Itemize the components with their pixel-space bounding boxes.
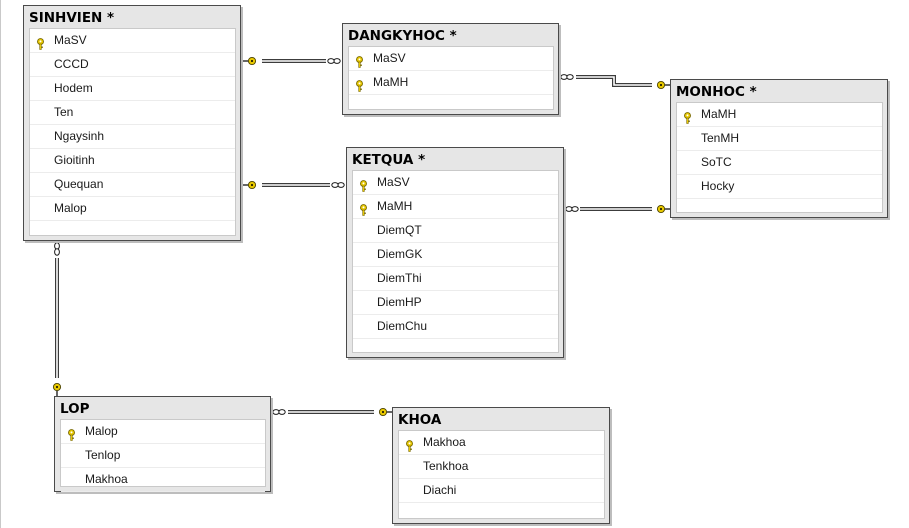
table-title[interactable]: LOP xyxy=(60,401,90,417)
column-row[interactable]: Gioitinh xyxy=(30,149,235,173)
many-end-infinity-icon xyxy=(331,182,345,188)
column-name: MaMH xyxy=(377,199,413,213)
column-name: Malop xyxy=(85,424,118,438)
one-end-key-icon xyxy=(243,180,257,190)
column-name: Gioitinh xyxy=(54,153,95,167)
column-name: Diachi xyxy=(423,483,457,497)
table-title[interactable]: KETQUA * xyxy=(352,152,426,168)
column-name: TenMH xyxy=(701,131,740,145)
column-name: Tenlop xyxy=(85,448,121,462)
link-dangkyhoc-monhoc[interactable] xyxy=(576,75,652,87)
column-row[interactable]: Diachi xyxy=(399,479,604,503)
column-row[interactable]: Tenkhoa xyxy=(399,455,604,479)
column-name: Malop xyxy=(54,201,87,215)
column-row[interactable]: DiemHP xyxy=(353,291,558,315)
column-name: DiemHP xyxy=(377,295,422,309)
column-row[interactable]: CCCD xyxy=(30,53,235,77)
primary-key-icon xyxy=(359,201,368,216)
column-name: Makhoa xyxy=(423,435,466,449)
column-row[interactable]: Hocky xyxy=(677,175,882,199)
column-name: CCCD xyxy=(54,57,89,71)
primary-key-icon xyxy=(359,177,368,192)
column-row[interactable]: TenMH xyxy=(677,127,882,151)
column-name: MaSV xyxy=(373,51,406,65)
many-end-infinity-icon xyxy=(272,409,286,415)
column-name: DiemChu xyxy=(377,319,428,333)
column-row[interactable]: DiemChu xyxy=(353,315,558,339)
one-end-key-icon xyxy=(656,204,670,214)
canvas-left-border xyxy=(0,0,1,528)
column-row[interactable]: MaSV xyxy=(353,171,558,195)
column-name: MaSV xyxy=(54,33,87,47)
column-row[interactable]: Tenlop xyxy=(61,444,265,468)
table-title[interactable]: SINHVIEN * xyxy=(29,10,115,26)
column-row[interactable]: Makhoa xyxy=(61,468,265,492)
column-row[interactable]: Ten xyxy=(30,101,235,125)
table-title[interactable]: MONHOC * xyxy=(676,84,757,100)
column-name: SoTC xyxy=(701,155,732,169)
column-name: Hodem xyxy=(54,81,93,95)
table-title[interactable]: KHOA xyxy=(398,412,442,428)
column-row[interactable]: DiemQT xyxy=(353,219,558,243)
column-row[interactable]: MaSV xyxy=(349,47,553,71)
column-row[interactable]: MaMH xyxy=(349,71,553,95)
primary-key-icon xyxy=(355,53,364,68)
table-title[interactable]: DANGKYHOC * xyxy=(348,28,457,44)
column-row[interactable]: MaMH xyxy=(353,195,558,219)
column-name: MaMH xyxy=(701,107,737,121)
column-row[interactable]: MaMH xyxy=(677,103,882,127)
column-list: MaMH TenMH SoTC Hocky xyxy=(676,102,883,213)
table-dangkyhoc[interactable]: DANGKYHOC * MaSV MaMH xyxy=(342,23,559,115)
many-end-infinity-icon xyxy=(565,206,579,212)
column-row[interactable]: MaSV xyxy=(30,29,235,53)
one-end-key-icon xyxy=(52,382,62,396)
primary-key-icon xyxy=(36,35,45,50)
column-name: DiemThi xyxy=(377,271,422,285)
table-monhoc[interactable]: MONHOC * MaMH TenMH SoTC Hocky xyxy=(670,79,888,218)
column-name: DiemGK xyxy=(377,247,423,261)
column-row[interactable]: Makhoa xyxy=(399,431,604,455)
primary-key-icon xyxy=(683,109,692,124)
column-name: Hocky xyxy=(701,179,735,193)
column-row[interactable]: Quequan xyxy=(30,173,235,197)
column-name: Ngaysinh xyxy=(54,129,105,143)
column-row[interactable]: Hodem xyxy=(30,77,235,101)
many-end-infinity-icon xyxy=(327,58,341,64)
column-name: DiemQT xyxy=(377,223,422,237)
column-name: MaSV xyxy=(377,175,410,189)
column-row[interactable]: Ngaysinh xyxy=(30,125,235,149)
primary-key-icon xyxy=(67,426,76,441)
column-row[interactable]: DiemGK xyxy=(353,243,558,267)
column-row[interactable]: Malop xyxy=(30,197,235,221)
column-row[interactable]: Malop xyxy=(61,420,265,444)
column-list: MaSV MaMH xyxy=(348,46,554,110)
column-name: Ten xyxy=(54,105,74,119)
one-end-key-icon xyxy=(243,56,257,66)
many-end-infinity-icon xyxy=(560,74,574,80)
column-name: Quequan xyxy=(54,177,104,191)
primary-key-icon xyxy=(355,77,364,92)
column-row[interactable]: SoTC xyxy=(677,151,882,175)
column-row[interactable]: DiemThi xyxy=(353,267,558,291)
column-name: MaMH xyxy=(373,75,409,89)
many-end-infinity-icon xyxy=(54,242,60,256)
one-end-key-icon xyxy=(656,80,670,90)
one-end-key-icon xyxy=(378,407,392,417)
primary-key-icon xyxy=(405,437,414,452)
column-name: Tenkhoa xyxy=(423,459,469,473)
column-name: Makhoa xyxy=(85,472,128,486)
